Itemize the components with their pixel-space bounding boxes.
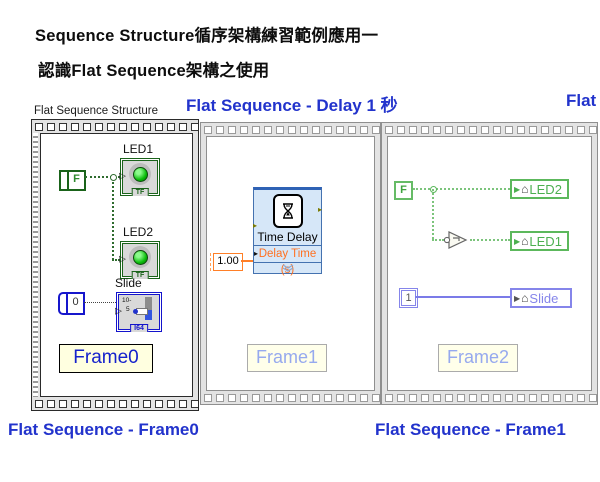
frame1-diagram-area: Time Delay Delay Time (s) ▸ ▸ 1.00 Frame… bbox=[206, 136, 375, 391]
frame2-numeric-constant[interactable]: 1 bbox=[399, 288, 418, 308]
input-arrow-icon: ▷ bbox=[115, 305, 122, 316]
delay-time-parameter[interactable]: Delay Time (s) bbox=[254, 245, 321, 276]
numeric-wire bbox=[84, 302, 116, 303]
delay-value-constant[interactable]: 1.00 bbox=[210, 253, 243, 271]
numeric-wire bbox=[415, 296, 510, 298]
orange-wire bbox=[241, 260, 253, 262]
header-delay-label: Flat Sequence - Delay 1 秒 bbox=[186, 96, 398, 115]
frame0-name-label[interactable]: Frame0 bbox=[59, 344, 153, 373]
frame1-name-label[interactable]: Frame1 bbox=[247, 344, 327, 372]
led1-label: LED1 bbox=[123, 142, 154, 156]
frame0-diagram-area: F LED1 ▷ TF LED2 ▷ TF bbox=[40, 133, 193, 397]
local-variable-name: Slide bbox=[529, 290, 559, 306]
caption-frame0: Flat Sequence - Frame0 bbox=[8, 420, 199, 439]
slider-track-icon bbox=[145, 297, 152, 320]
page-title-line1: Sequence Structure循序架構練習範例應用一 bbox=[35, 27, 379, 45]
filmstrip-bottom bbox=[32, 397, 198, 410]
boolean-type-tag: TF bbox=[131, 271, 149, 279]
constant-bracket-icon bbox=[58, 292, 66, 315]
led1-green-lamp-icon bbox=[132, 166, 148, 182]
flat-sequence-panel-frame2: F ▶ ⌂ LED2 ▶ bbox=[381, 122, 598, 405]
boolean-wire bbox=[112, 259, 120, 261]
led2-green-lamp-icon bbox=[132, 249, 148, 265]
boolean-type-tag: TF bbox=[131, 188, 149, 196]
slide-label: Slide bbox=[115, 276, 142, 290]
chevron-expand-icon[interactable] bbox=[254, 262, 321, 273]
house-icon: ⌂ bbox=[521, 182, 529, 196]
boolean-wire bbox=[413, 188, 510, 190]
hourglass-icon bbox=[272, 194, 303, 228]
caption-frame1: Flat Sequence - Frame1 bbox=[375, 420, 566, 439]
numeric-type-tag: I64 bbox=[130, 324, 148, 332]
filmstrip-top bbox=[32, 120, 198, 133]
boolean-wire bbox=[85, 176, 120, 178]
flat-sequence-panel-frame1: Time Delay Delay Time (s) ▸ ▸ 1.00 Frame… bbox=[200, 122, 381, 405]
house-icon: ⌂ bbox=[521, 234, 529, 248]
filmstrip-top bbox=[382, 123, 597, 136]
frame2-name-label[interactable]: Frame2 bbox=[438, 344, 518, 372]
local-variable-name: LED2 bbox=[529, 181, 562, 197]
boolean-wire bbox=[112, 177, 114, 260]
flat-sequence-structure-label: Flat Sequence Structure bbox=[34, 105, 159, 117]
boolean-constant-value: F bbox=[67, 170, 86, 191]
slider-knob-icon bbox=[133, 308, 148, 315]
slide-terminal[interactable]: ▷ 10- 5 I64 bbox=[115, 292, 162, 332]
frame0-numeric-constant[interactable]: 0 bbox=[58, 292, 85, 315]
led2-terminal[interactable]: ▷ TF bbox=[119, 241, 160, 279]
time-delay-express-vi[interactable]: Time Delay Delay Time (s) ▸ ▸ bbox=[253, 187, 322, 276]
flat-sequence-panel-frame0: F LED1 ▷ TF LED2 ▷ TF bbox=[31, 119, 199, 411]
write-arrow-icon: ▶ bbox=[514, 184, 521, 194]
vi-output-arrow-icon: ▸ bbox=[317, 205, 322, 214]
led1-terminal[interactable]: ▷ TF bbox=[119, 158, 160, 196]
input-arrow-icon: ▷ bbox=[119, 170, 126, 181]
boolean-wire bbox=[432, 239, 444, 241]
house-icon: ⌂ bbox=[521, 291, 529, 305]
frame2-boolean-constant[interactable]: F bbox=[394, 181, 413, 200]
led-ring-icon bbox=[129, 246, 151, 268]
led-ring-icon bbox=[129, 163, 151, 185]
header-right-partial: Flat bbox=[566, 91, 597, 110]
constant-bracket-icon bbox=[59, 170, 67, 191]
local-variable-name: LED1 bbox=[529, 233, 562, 249]
slider-tick-10: 10- bbox=[122, 297, 132, 304]
slider-tick-5: 5 bbox=[126, 306, 130, 313]
local-variable-slide[interactable]: ▶ ⌂ Slide bbox=[510, 288, 572, 308]
local-variable-led1[interactable]: ▶ ⌂ LED1 bbox=[510, 231, 569, 251]
frame2-diagram-area: F ▶ ⌂ LED2 ▶ bbox=[387, 136, 592, 391]
filmstrip-bottom bbox=[382, 391, 597, 404]
vi-input-arrow-icon: ▸ bbox=[253, 221, 258, 230]
boolean-wire bbox=[470, 239, 510, 241]
page-title-line2: 認識Flat Sequence架構之使用 bbox=[38, 62, 270, 80]
filmstrip-bottom bbox=[201, 391, 380, 404]
vi-title: Time Delay bbox=[257, 230, 318, 244]
write-arrow-icon: ▶ bbox=[514, 236, 521, 246]
not-gate[interactable] bbox=[442, 230, 470, 255]
write-arrow-icon: ▶ bbox=[514, 293, 521, 303]
input-arrow-icon: ▷ bbox=[119, 253, 126, 264]
numeric-constant-value: 0 bbox=[66, 292, 85, 315]
local-variable-led2[interactable]: ▶ ⌂ LED2 bbox=[510, 179, 569, 199]
wire-junction-dot bbox=[110, 174, 117, 181]
led2-label: LED2 bbox=[123, 225, 154, 239]
frame0-boolean-constant[interactable]: F bbox=[59, 170, 86, 191]
boolean-wire bbox=[432, 189, 434, 239]
filmstrip-top bbox=[201, 123, 380, 136]
